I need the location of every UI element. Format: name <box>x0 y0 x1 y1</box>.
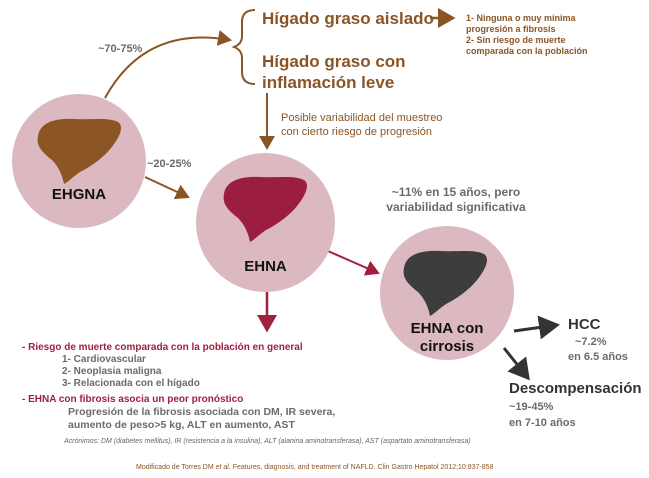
liver-grey-icon <box>403 250 487 316</box>
acronyms-note: Acrónimos: DM (diabetes mellitus), IR (r… <box>64 438 471 445</box>
note-line: 1- Ninguna o muy mínima <box>466 13 576 23</box>
arrow-ehgna-to-top <box>104 30 232 99</box>
variability-line2: con cierto riesgo de progresión <box>281 126 433 138</box>
node-cirrosis-label: EHNA con cirrosis <box>380 320 514 356</box>
cirrosis-rate-line1: ~11% en 15 años, pero <box>391 185 521 199</box>
variability-text: Posible variabilidad del muestreo con ci… <box>281 111 442 139</box>
cirrosis-rate-text: ~11% en 15 años, pero variabilidad signi… <box>372 185 540 215</box>
outcome-hcc: HCC <box>568 316 601 333</box>
note-line: 2- Sin riesgo de muerte <box>466 35 566 45</box>
arrow-to-decomp <box>502 347 530 381</box>
risk-item: 2- Neoplasia maligna <box>62 366 162 377</box>
variability-line1: Posible variabilidad del muestreo <box>281 112 443 124</box>
note-line: comparada con la población <box>466 46 588 56</box>
item-higado-graso-inflamacion: Hígado graso con inflamación leve <box>262 51 406 93</box>
reference-before: Modificado de Torres DM <box>136 464 216 471</box>
brace <box>231 9 256 85</box>
note-line: progresión a fibrosis <box>466 24 556 34</box>
arrow-to-hcc <box>513 315 560 340</box>
arrow-ehgna-to-ehna <box>144 176 190 200</box>
risk-list: - Riesgo de muerte comparada con la pobl… <box>22 342 335 432</box>
hcc-rate: ~7.2% <box>575 336 607 348</box>
liver-crimson-icon <box>223 176 307 242</box>
decomp-time: en 7-10 años <box>509 417 576 429</box>
node-ehna-label: EHNA <box>244 258 287 275</box>
percent-to-ehna: ~20-25% <box>147 158 192 170</box>
notes-box: 1- Ninguna o muy mínima progresión a fib… <box>466 13 588 57</box>
liver-brown-icon <box>37 118 121 184</box>
item-higado-graso-aislado: Hígado graso aislado <box>262 9 434 28</box>
cirrosis-rate-line2: variabilidad significativa <box>386 200 526 214</box>
fibrosis-line: Progresión de la fibrosis asociada con D… <box>68 406 336 418</box>
item2-line2: inflamación leve <box>262 73 395 92</box>
reference-after: Features, diagnosis, and treatment of NA… <box>230 464 494 471</box>
decomp-rate: ~19-45% <box>509 401 554 413</box>
risk-heading-1: - Riesgo de muerte comparada con la pobl… <box>22 342 303 353</box>
cirrosis-line2: cirrosis <box>419 338 475 355</box>
fibrosis-line: aumento de peso>5 kg, ALT en aumento, AS… <box>68 419 295 431</box>
reference-italic: et al. <box>215 464 231 471</box>
risk-item: 1- Cardiovascular <box>62 354 146 365</box>
risk-item: 3- Relacionada con el hígado <box>62 378 200 389</box>
cirrosis-line1: EHNA con <box>410 320 484 337</box>
outcome-descompensacion: Descompensación <box>509 380 642 397</box>
percent-top: ~70-75% <box>98 43 143 55</box>
item2-line1: Hígado graso con <box>262 52 406 71</box>
risk-heading-2: - EHNA con fibrosis asocia un peor pronó… <box>22 394 244 405</box>
hcc-time: en 6.5 años <box>568 351 628 363</box>
reference-citation: Modificado de Torres DM et al. Features,… <box>136 464 493 471</box>
node-ehgna-label: EHGNA <box>51 186 107 203</box>
